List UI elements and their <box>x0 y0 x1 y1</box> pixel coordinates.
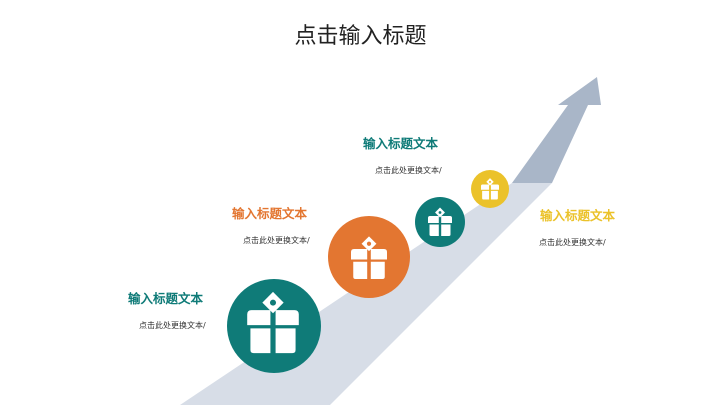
step-circle-3 <box>415 197 465 247</box>
step-1-text: 点击此处更换文本/ <box>139 321 206 330</box>
arrow-head <box>512 77 601 183</box>
slide-title: 点击输入标题 <box>294 24 427 49</box>
step-4-text: 点击此处更换文本/ <box>539 238 606 247</box>
step-4-heading: 输入标题文本 <box>540 208 616 223</box>
step-2-heading: 输入标题文本 <box>232 206 308 221</box>
step-circle-2 <box>328 216 410 298</box>
step-1-heading: 输入标题文本 <box>128 291 204 306</box>
step-2-text: 点击此处更换文本/ <box>243 236 310 245</box>
step-3-text: 点击此处更换文本/ <box>375 166 442 175</box>
step-circle-4 <box>471 170 509 208</box>
step-circle-1 <box>227 279 321 373</box>
step-3-heading: 输入标题文本 <box>363 136 439 151</box>
